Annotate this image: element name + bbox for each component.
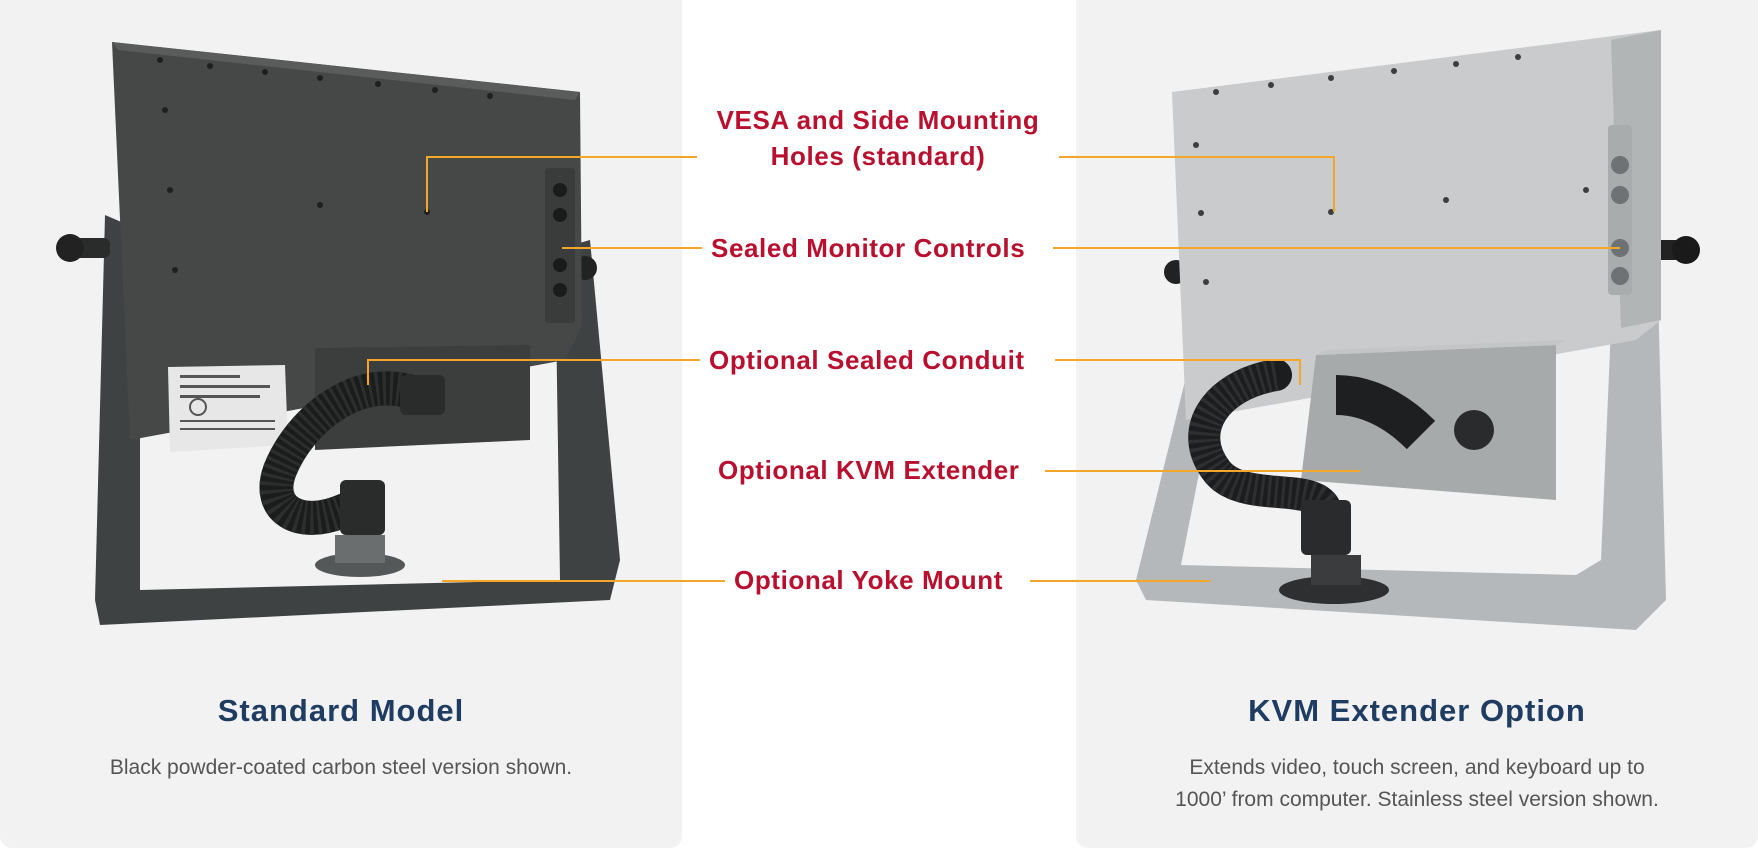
callout-vesa-mounting: VESA and Side Mounting Holes (standard) <box>697 102 1059 174</box>
callout-vesa-line-1: VESA and Side Mounting <box>716 105 1040 135</box>
standard-model-card: Standard Model Black powder-coated carbo… <box>0 0 682 848</box>
description-line-1: Extends video, touch screen, and keyboar… <box>1189 756 1645 779</box>
kvm-monitor-image <box>1076 0 1758 660</box>
callout-monitor-controls: Sealed Monitor Controls <box>705 230 1032 266</box>
kvm-extender-card: KVM Extender Option Extends video, touch… <box>1076 0 1758 848</box>
callout-yoke-mount: Optional Yoke Mount <box>728 562 1009 598</box>
card-description: Extends video, touch screen, and keyboar… <box>1116 752 1718 816</box>
callout-sealed-conduit: Optional Sealed Conduit <box>703 342 1031 378</box>
standard-monitor-image <box>0 0 682 660</box>
card-title: Standard Model <box>217 693 465 728</box>
callout-vesa-line-2: Holes (standard) <box>770 141 986 171</box>
card-description: Black powder-coated carbon steel version… <box>40 752 642 784</box>
callout-kvm-extender: Optional KVM Extender <box>712 452 1026 488</box>
description-text: Black powder-coated carbon steel version… <box>109 756 573 779</box>
card-title: KVM Extender Option <box>1248 693 1586 728</box>
description-line-2: 1000’ from computer. Stainless steel ver… <box>1175 788 1659 811</box>
